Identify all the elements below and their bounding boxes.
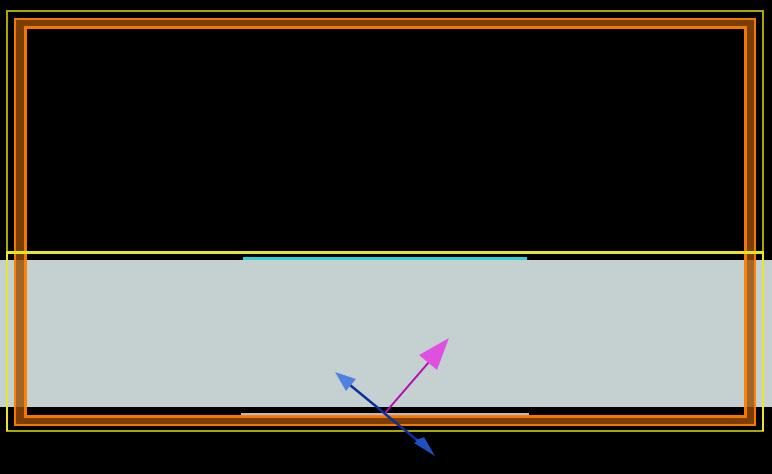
selection-frame[interactable] — [14, 18, 756, 426]
arrow-head-blue-up-icon[interactable] — [335, 372, 356, 391]
arrow-head-magenta-icon[interactable] — [419, 338, 449, 370]
bounds-right-highlight — [762, 254, 764, 431]
bounds-left-highlight — [6, 254, 8, 431]
arrow-head-blue-down-fill — [414, 437, 435, 456]
horizon-line — [6, 251, 764, 254]
outer-bounds-box — [6, 10, 764, 432]
gizmo-axis-magenta[interactable] — [384, 361, 430, 414]
transform-gizmo[interactable] — [335, 338, 449, 456]
floor-plane — [0, 260, 772, 407]
gizmo-axis-blue[interactable] — [349, 384, 424, 446]
cyan-edge-highlight — [243, 257, 527, 260]
